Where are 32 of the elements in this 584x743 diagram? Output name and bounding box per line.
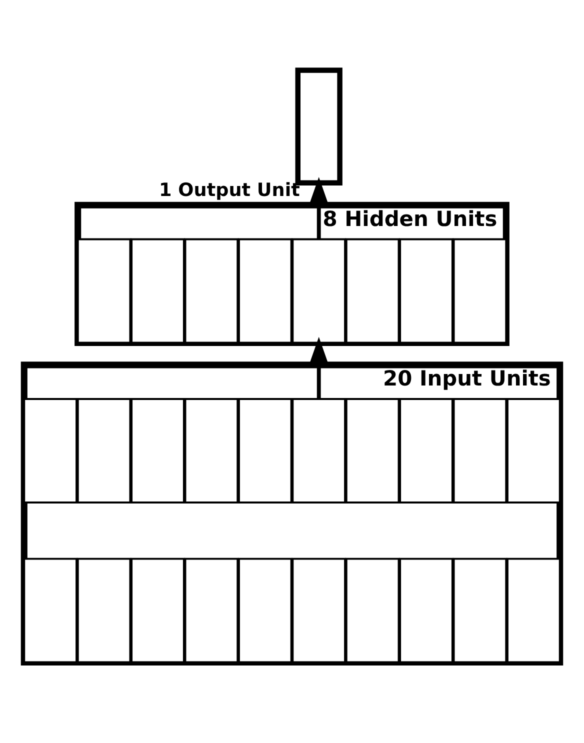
node-box [345, 558, 400, 664]
node-box [399, 398, 454, 504]
node-box [130, 558, 185, 664]
node-box [292, 398, 346, 504]
node-label: 1 Output Unit [159, 180, 300, 202]
node-box [345, 238, 400, 344]
node-box [23, 398, 78, 504]
node-box [76, 238, 132, 344]
node-box [506, 558, 561, 664]
node-box [76, 558, 132, 664]
node-box [130, 238, 185, 344]
node-box [184, 238, 239, 344]
node-box [345, 398, 400, 504]
node-box [292, 558, 346, 664]
node-box [506, 398, 561, 504]
node-box [292, 238, 346, 344]
node-box [238, 558, 292, 664]
node-box [452, 238, 508, 344]
node-box [130, 398, 185, 504]
cluster: 20 Input Units [20, 362, 564, 666]
arrow [308, 176, 329, 239]
node-box [184, 398, 239, 504]
arrow [308, 336, 329, 399]
node-box [452, 558, 508, 664]
node-box [452, 398, 508, 504]
node-box [399, 558, 454, 664]
node-box [23, 558, 78, 664]
node-box [76, 398, 132, 504]
node-box [238, 398, 292, 504]
node-box [238, 238, 292, 344]
node-box [184, 558, 239, 664]
node-box [399, 238, 454, 344]
